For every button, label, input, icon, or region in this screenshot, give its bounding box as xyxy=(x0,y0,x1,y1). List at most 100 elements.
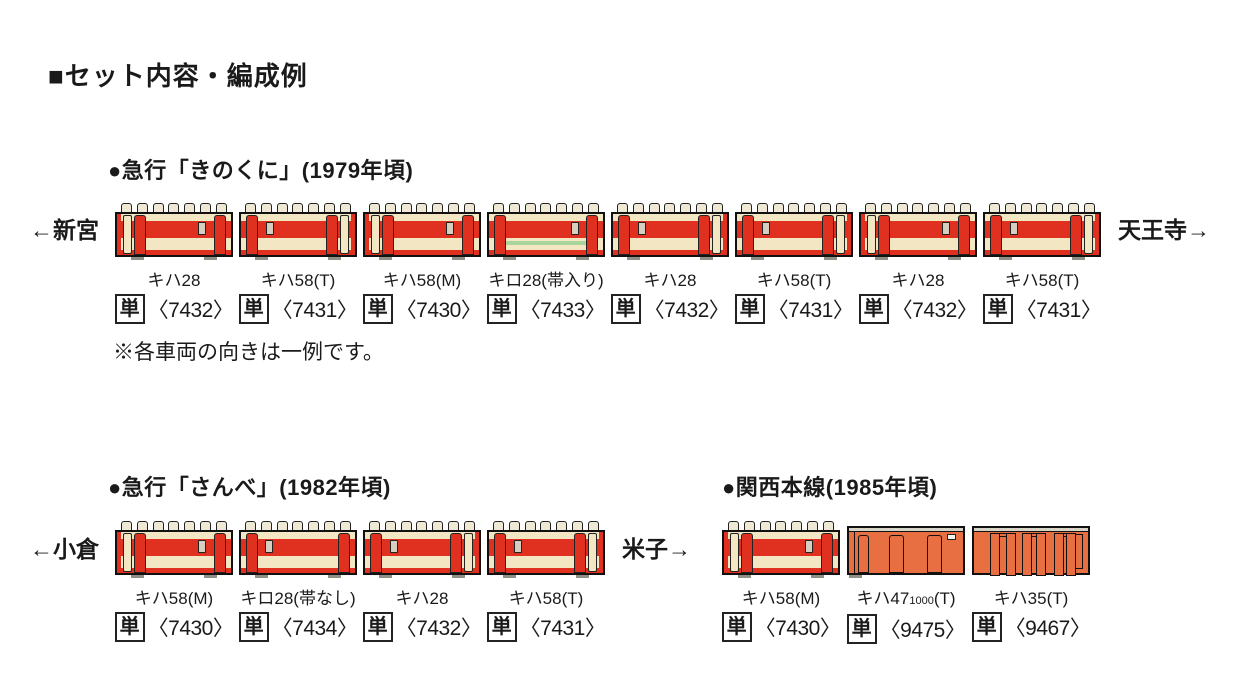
item-number: 〈7433〉 xyxy=(519,299,606,322)
entry-door xyxy=(462,215,474,255)
underbody-step xyxy=(255,257,268,260)
underbody-step xyxy=(452,575,465,578)
cab-door xyxy=(858,535,869,573)
car-item: キハ58(M) 単 〈7430〉 xyxy=(721,521,841,644)
unit-badge: 単 xyxy=(486,612,517,642)
end-door xyxy=(1075,534,1083,569)
entry-door xyxy=(821,533,833,573)
underbody-step xyxy=(948,257,961,260)
underbody-step xyxy=(627,257,640,260)
car-item: キハ471000(T) 単 〈9475〉 xyxy=(846,521,966,644)
cars-row: キハ58(M) 単 〈7430〉 キロ28(帯なし) 単 〈7434〉 キハ28… xyxy=(114,521,606,642)
car-body xyxy=(735,212,853,257)
entry-door xyxy=(246,533,258,573)
door-window xyxy=(805,540,813,553)
train-car xyxy=(487,203,605,260)
train-car xyxy=(115,521,233,578)
car-name: キハ58(T) xyxy=(260,271,336,290)
entry-door xyxy=(134,533,146,573)
train-car xyxy=(611,203,729,260)
item-number: 〈7431〉 xyxy=(519,617,606,640)
car-body xyxy=(722,530,840,575)
unit-badge: 単 xyxy=(362,294,393,324)
car-badge-row: 単 〈7431〉 xyxy=(982,294,1102,324)
car-body xyxy=(239,530,357,575)
roof-vents xyxy=(741,203,847,213)
underbody-step xyxy=(576,575,589,578)
car-item: キロ28(帯なし) 単 〈7434〉 xyxy=(238,521,358,642)
cab-front-edge xyxy=(365,214,369,255)
item-number: 〈7432〉 xyxy=(643,299,730,322)
page-title: ■セット内容・編成例 xyxy=(48,61,308,91)
car-item: キハ58(M) 単 〈7430〉 xyxy=(362,203,482,324)
entry-door xyxy=(1070,215,1082,255)
underbody-step xyxy=(204,575,217,578)
car-badge-row: 単 〈7434〉 xyxy=(238,612,358,642)
train-car xyxy=(722,521,840,578)
car-name: キハ28 xyxy=(643,271,697,290)
orientation-note: ※各車両の向きは一例です。 xyxy=(113,341,384,364)
roof-strip xyxy=(974,528,1088,532)
underbody-step xyxy=(328,257,341,260)
direction-label-left: ←小倉 xyxy=(30,536,99,562)
formation-heading: ●急行「きのくに」(1979年頃) xyxy=(108,158,414,183)
item-number: 〈7431〉 xyxy=(1015,299,1102,322)
cab-front-edge xyxy=(1095,214,1099,255)
train-car xyxy=(115,203,233,260)
unit-badge: 単 xyxy=(721,612,752,642)
cab-door xyxy=(371,215,380,254)
sliding-door xyxy=(1036,533,1046,576)
item-number: 〈7430〉 xyxy=(147,617,234,640)
roof-vents xyxy=(245,521,351,531)
door-window xyxy=(571,222,579,235)
entry-door xyxy=(246,215,258,255)
item-number: 〈7432〉 xyxy=(395,617,482,640)
underbody-step xyxy=(452,257,465,260)
door-window xyxy=(198,540,206,553)
door-window xyxy=(266,222,274,235)
car-body xyxy=(239,212,357,257)
cab-door xyxy=(836,215,845,254)
car-name: キハ58(M) xyxy=(382,271,462,290)
car-number-subscript: 1000 xyxy=(909,595,934,607)
underbody-step xyxy=(738,575,751,578)
car-name: キハ58(M) xyxy=(741,589,821,608)
door-window xyxy=(198,222,206,235)
car-body xyxy=(363,212,481,257)
entry-door xyxy=(214,533,226,573)
cab-front-edge xyxy=(475,532,479,573)
car-badge-row: 単 〈7431〉 xyxy=(734,294,854,324)
red-bottom-stripe xyxy=(489,568,603,573)
door-window xyxy=(762,222,770,235)
door-window xyxy=(1010,222,1018,235)
underbody-step xyxy=(328,575,341,578)
item-number: 〈7434〉 xyxy=(271,617,358,640)
unit-badge: 単 xyxy=(114,294,145,324)
car-badge-row: 単 〈9475〉 xyxy=(846,614,966,644)
car-name: キハ58(M) xyxy=(134,589,214,608)
cab-door xyxy=(123,215,132,254)
underbody-step xyxy=(1072,257,1085,260)
item-number: 〈7432〉 xyxy=(891,299,978,322)
cab-door xyxy=(123,533,132,572)
red-bottom-stripe xyxy=(241,250,355,255)
unit-badge: 単 xyxy=(971,612,1002,642)
car-body xyxy=(115,212,233,257)
entry-door xyxy=(382,215,394,255)
train-car xyxy=(239,203,357,260)
cab-door xyxy=(730,533,739,572)
train-car xyxy=(847,521,965,578)
red-bottom-stripe xyxy=(613,250,727,255)
underbody-step xyxy=(503,575,516,578)
train-car xyxy=(983,203,1101,260)
underbody-step xyxy=(503,257,516,260)
entry-door xyxy=(370,533,382,573)
cab-door xyxy=(1084,215,1093,254)
car-item: キロ28(帯入り) 単 〈7433〉 xyxy=(486,203,606,324)
car-badge-row: 単 〈7430〉 xyxy=(362,294,482,324)
underbody-step xyxy=(576,257,589,260)
car-body xyxy=(363,530,481,575)
sliding-door xyxy=(1006,533,1016,576)
entry-door xyxy=(741,533,753,573)
